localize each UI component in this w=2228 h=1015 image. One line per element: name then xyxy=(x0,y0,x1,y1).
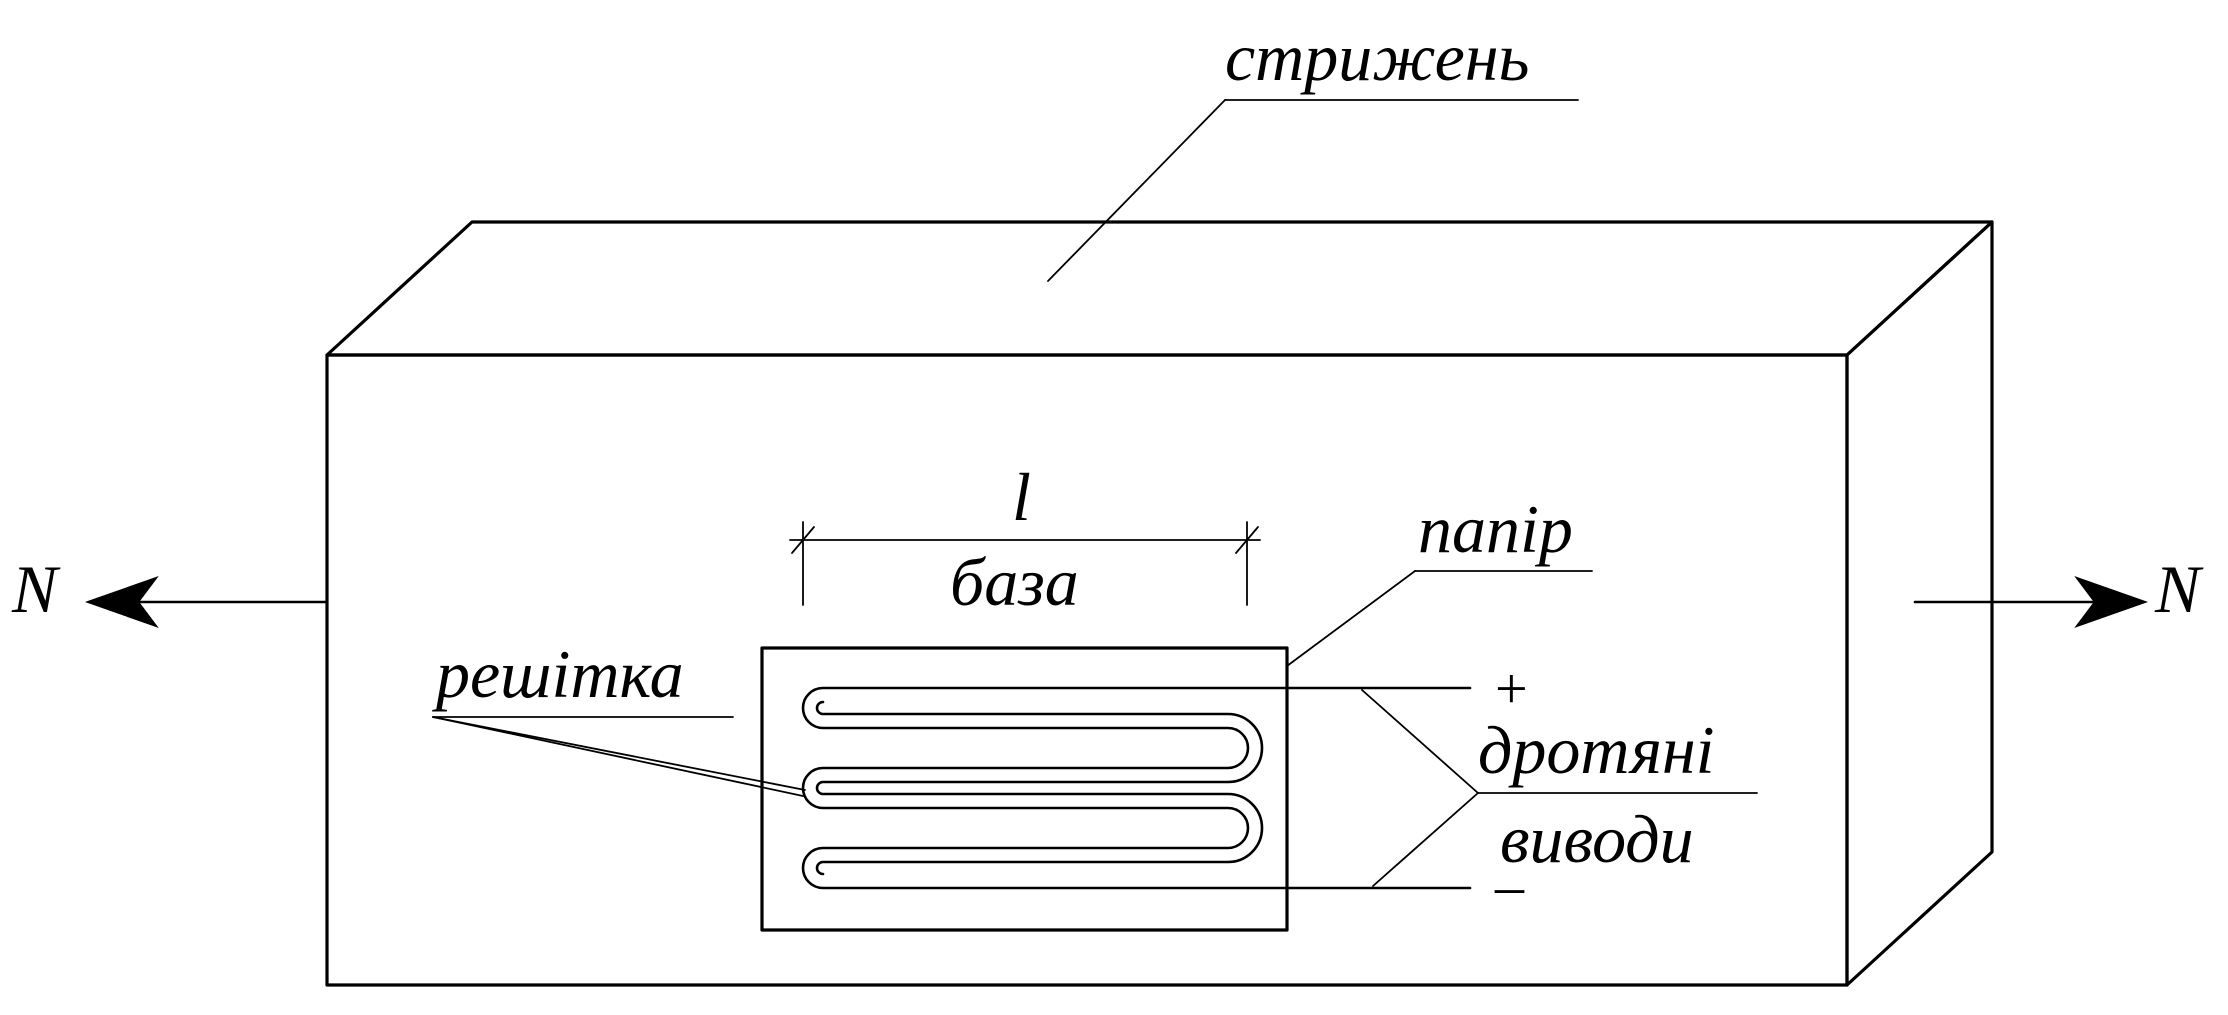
grid-label: решітка xyxy=(432,636,684,712)
arrow-left-icon xyxy=(84,575,159,629)
rod-leader-line xyxy=(1047,99,1226,282)
force-right-label: N xyxy=(2154,551,2204,627)
leads-label-line1: дротяні xyxy=(1478,712,1715,788)
serpentine-grid xyxy=(801,686,1472,890)
paper-backing xyxy=(760,646,1289,932)
base-symbol: l xyxy=(1012,459,1031,535)
base-dimension: l база xyxy=(789,459,1261,620)
grid-inner-wire xyxy=(815,700,1264,876)
force-right: N xyxy=(1913,551,2204,629)
rod-prism xyxy=(325,220,1994,987)
base-tick-right xyxy=(1235,526,1259,554)
arrow-right-icon xyxy=(2074,575,2149,629)
minus-sign: – xyxy=(1494,853,1525,918)
rod-label: стрижень xyxy=(1225,19,1530,95)
paper-leader-line xyxy=(1286,570,1416,667)
leads-leader-lower xyxy=(1372,792,1479,887)
rod-side-face xyxy=(1845,220,1994,987)
force-left-label: N xyxy=(11,551,61,627)
grid-outer-wire xyxy=(801,686,1472,890)
leads-label-line2: виводи xyxy=(1500,801,1694,877)
paper-label: папір xyxy=(1418,491,1573,567)
force-left: N xyxy=(11,551,329,629)
rod-top-face xyxy=(325,220,1994,357)
base-label: база xyxy=(950,544,1079,620)
grid-leader-line-1 xyxy=(432,716,806,791)
leads-leader-upper xyxy=(1361,689,1479,794)
base-tick-left xyxy=(791,526,815,554)
grid-leader-line-2 xyxy=(432,716,804,797)
plus-sign: + xyxy=(1495,656,1528,721)
lead-wires-annotation: + – дротяні виводи xyxy=(1361,656,1758,918)
